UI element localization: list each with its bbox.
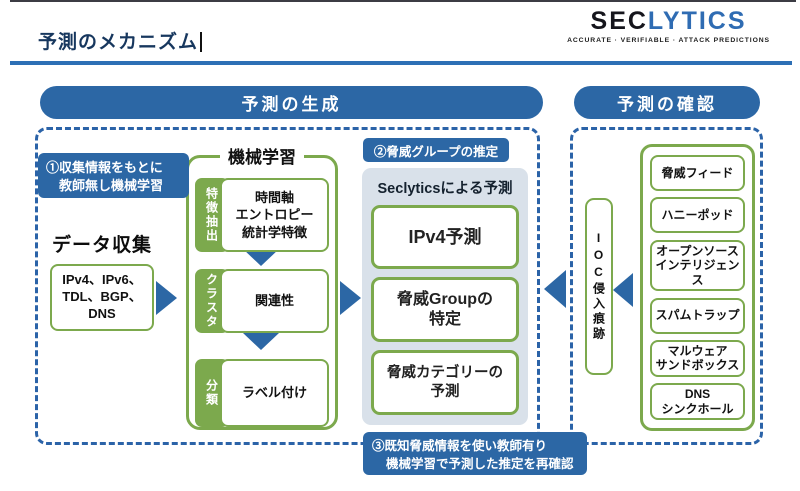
flow-arrow-left-2	[613, 273, 633, 307]
source-box-spam-trap: スパムトラップ	[650, 297, 745, 334]
data-collection-title: データ収集	[51, 235, 152, 256]
section-header-label: 予測の生成	[241, 95, 342, 114]
logo-tagline: ACCURATE · VERIFIABLE · ATTACK PREDICTIO…	[567, 37, 770, 44]
source-box-malware-sandbox: マルウェア サンドボックス	[650, 339, 745, 377]
page-title[interactable]: 予測のメカニズム	[38, 27, 203, 54]
step3-line2: 機械学習で予測した推定を再確認	[386, 456, 574, 471]
text-cursor	[200, 32, 203, 52]
flow-arrow-right-1	[156, 281, 177, 315]
page-title-text: 予測のメカニズム	[38, 32, 199, 53]
step3-badge: ③既知脅威情報を使い教師有り 機械学習で予測した推定を再確認	[363, 432, 587, 475]
flow-arrow-down-2	[243, 333, 279, 350]
ml-row-content: 時間軸 エントロピー 統計学特徴	[220, 178, 329, 252]
ml-row-content: 関連性	[220, 269, 329, 333]
machine-learning-title: 機械学習	[220, 143, 304, 168]
ml-row-classification: 分類 ラベル付け	[195, 359, 329, 427]
step2-badge: ②脅威グループの推定	[363, 138, 509, 162]
source-box-honeypot: ハニーポッド	[650, 197, 745, 234]
ml-row-content: ラベル付け	[220, 359, 329, 427]
title-divider-line	[10, 61, 792, 65]
section-header-prediction-generation: 予測の生成	[40, 86, 543, 119]
source-box-osint: オープンソース インテリジェンス	[650, 239, 745, 292]
step1-line1: ①収集情報をもとに	[46, 160, 163, 175]
logo-wordmark: SECLYTICS	[567, 9, 770, 34]
seclytics-logo: SECLYTICS ACCURATE · VERIFIABLE · ATTACK…	[567, 9, 770, 45]
prediction-box-threat-category: 脅威カテゴリーの 予測	[371, 350, 519, 415]
ioc-intrusion-trace-box: IOC侵入痕跡	[585, 198, 613, 375]
section-header-prediction-verification: 予測の確認	[574, 86, 760, 119]
step3-line1: ③既知脅威情報を使い教師有り	[372, 439, 548, 453]
source-box-dns-sinkhole: DNS シンクホール	[650, 383, 745, 420]
step1-badge: ①収集情報をもとに 教師無し機械学習	[38, 153, 189, 198]
slide-top-border	[10, 0, 796, 2]
prediction-generation-container	[35, 127, 540, 445]
seclytics-prediction-title: Seclyticsによる予測	[377, 181, 513, 197]
flow-arrow-right-2	[340, 281, 361, 315]
ml-row-feature-extraction: 特徴抽出 時間軸 エントロピー 統計学特徴	[195, 178, 329, 252]
machine-learning-container: 機械学習 特徴抽出 時間軸 エントロピー 統計学特徴 クラスタ 関連性 分類 ラ…	[186, 143, 338, 430]
step1-line2: 教師無し機械学習	[59, 177, 164, 193]
flow-arrow-left-1	[544, 270, 566, 308]
prediction-box-ipv4: IPv4予測	[371, 205, 519, 269]
seclytics-prediction-panel: Seclyticsによる予測 IPv4予測 脅威Groupの 特定 脅威カテゴリ…	[362, 168, 528, 425]
ml-row-cluster: クラスタ 関連性	[195, 269, 329, 333]
source-box-threat-feed: 脅威フィード	[650, 155, 745, 191]
section-header-label: 予測の確認	[617, 95, 717, 114]
flow-arrow-down-1	[243, 249, 279, 266]
logo-part-lytics: LYTICS	[647, 7, 747, 35]
data-sources-box: IPv4、IPv6、 TDL、BGP、 DNS	[50, 264, 154, 331]
logo-part-sec: SEC	[590, 7, 648, 35]
prediction-verification-container	[570, 127, 763, 445]
verification-source-list: 脅威フィード ハニーポッド オープンソース インテリジェンス スパムトラップ マ…	[640, 144, 755, 431]
prediction-box-threat-group: 脅威Groupの 特定	[371, 277, 519, 342]
